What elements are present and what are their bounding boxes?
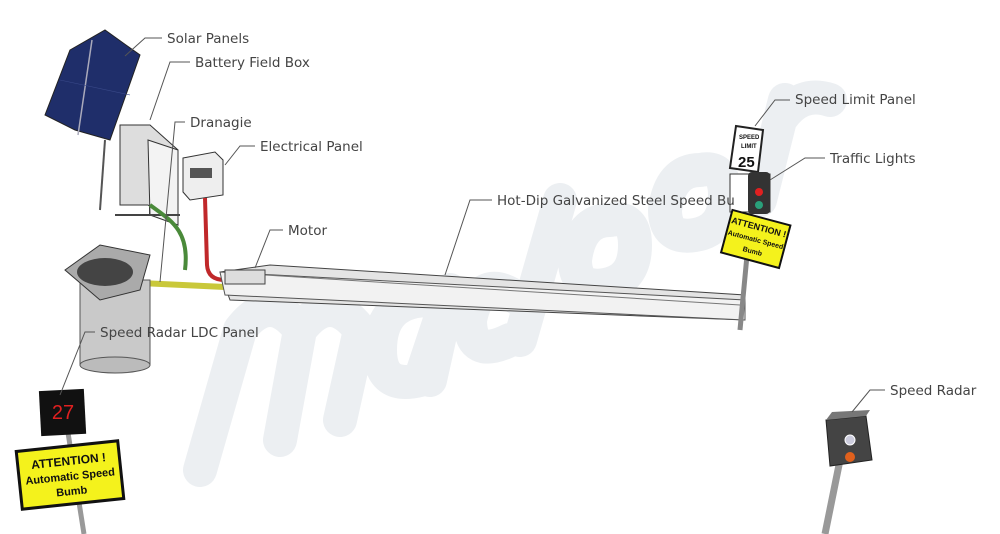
green-cable: [148, 203, 188, 271]
svg-text:LIMIT: LIMIT: [741, 144, 757, 150]
attention-sign-right: ATTENTION ! Automatic Speed Bumb: [719, 208, 792, 270]
label-speed-radar-ldc-panel: Speed Radar LDC Panel: [100, 325, 259, 341]
attention-sign-left: ATTENTION ! Automatic Speed Bumb: [14, 439, 126, 511]
drainage-pit: [64, 244, 151, 374]
label-speed-bump: Hot-Dip Galvanized Steel Speed Bu: [497, 193, 735, 209]
electrical-panel: [182, 151, 224, 201]
right-signpost: SPEED LIMIT 25 ATTENTION ! Automatic Spe…: [719, 124, 792, 331]
motor: [224, 269, 266, 285]
label-traffic-lights: Traffic Lights: [829, 151, 916, 167]
label-battery-field-box: Battery Field Box: [195, 55, 310, 71]
label-speed-limit-panel: Speed Limit Panel: [795, 92, 916, 108]
red-cable: [203, 197, 226, 282]
label-speed-radar: Speed Radar: [890, 383, 977, 399]
svg-text:SPEED: SPEED: [739, 135, 760, 141]
label-solar-panels: Solar Panels: [167, 31, 249, 47]
svg-text:25: 25: [738, 154, 755, 171]
speed-radar-ldc-panel: 27 ATTENTION ! Automatic Speed Bumb: [14, 388, 126, 534]
speed-bump: [219, 264, 746, 321]
svg-text:27: 27: [52, 402, 74, 424]
speed-radar: [821, 410, 873, 534]
label-dranagie: Dranagie: [190, 115, 252, 131]
svg-text:Bumb: Bumb: [56, 484, 89, 499]
label-motor: Motor: [288, 223, 327, 239]
label-electrical-panel: Electrical Panel: [260, 139, 363, 155]
svg-text:Bumb: Bumb: [742, 246, 763, 258]
battery-field-box: [115, 124, 180, 226]
